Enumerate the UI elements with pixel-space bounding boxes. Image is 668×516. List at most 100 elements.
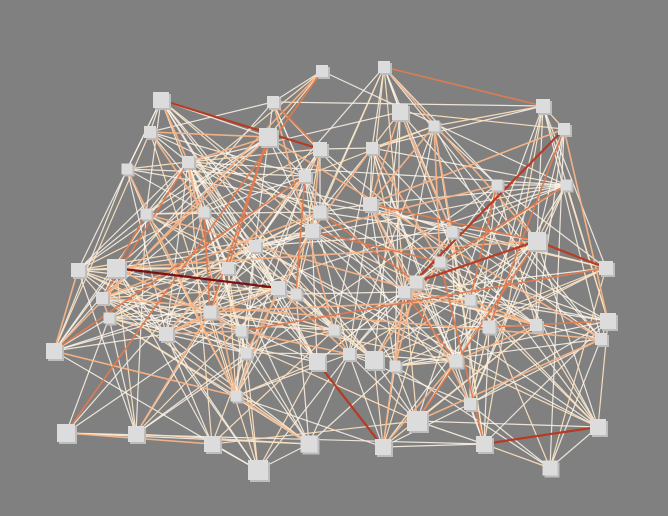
graph-node[interactable] <box>398 286 412 300</box>
graph-node[interactable] <box>300 435 320 455</box>
graph-node[interactable] <box>204 436 222 454</box>
graph-node[interactable] <box>542 460 560 478</box>
graph-node[interactable] <box>248 460 270 482</box>
graph-node[interactable] <box>464 294 478 308</box>
graph-node[interactable] <box>71 263 87 279</box>
graph-node[interactable] <box>428 120 442 134</box>
graph-node[interactable] <box>96 292 110 306</box>
graph-node[interactable] <box>240 347 254 361</box>
graph-node[interactable] <box>476 436 494 454</box>
graph-node[interactable] <box>536 99 552 115</box>
graph-node[interactable] <box>182 156 196 170</box>
graph-node[interactable] <box>446 226 460 240</box>
graph-edge <box>108 311 211 319</box>
graph-edge <box>203 211 229 269</box>
graph-edge <box>439 184 498 263</box>
graph-edge <box>311 184 498 232</box>
graph-node[interactable] <box>309 354 327 372</box>
graph-node[interactable] <box>328 324 342 338</box>
graph-node[interactable] <box>259 128 279 148</box>
graph-node[interactable] <box>528 232 548 252</box>
graph-edge <box>371 147 405 293</box>
graph-node[interactable] <box>363 197 379 213</box>
graph-node[interactable] <box>140 208 154 222</box>
graph-edge <box>187 148 321 163</box>
graph-edge <box>399 111 565 130</box>
graph-node[interactable] <box>144 126 158 140</box>
graph-node[interactable] <box>267 96 281 110</box>
graph-node[interactable] <box>159 327 175 343</box>
graph-node[interactable] <box>230 390 244 404</box>
graph-edge <box>415 281 609 322</box>
graph-node[interactable] <box>449 354 465 370</box>
graph-node[interactable] <box>57 424 77 444</box>
graph-node[interactable] <box>365 351 385 371</box>
graph-node[interactable] <box>316 65 330 79</box>
graph-node[interactable] <box>198 206 212 220</box>
graph-edge <box>135 287 279 435</box>
node-cube <box>476 436 492 452</box>
graph-edge <box>382 443 485 448</box>
graph-edge <box>536 184 567 242</box>
graph-node[interactable] <box>305 224 321 240</box>
graph-node[interactable] <box>434 256 448 270</box>
graph-node[interactable] <box>121 163 135 177</box>
graph-edge <box>455 299 471 362</box>
node-cube <box>464 398 476 410</box>
graph-edge <box>160 99 189 163</box>
node-cube <box>600 313 616 329</box>
graph-edge <box>149 101 274 133</box>
graph-node[interactable] <box>375 439 393 457</box>
node-cube <box>365 351 383 369</box>
graph-edge <box>433 125 599 428</box>
graph-node[interactable] <box>595 333 609 347</box>
graph-node[interactable] <box>600 313 618 331</box>
node-cube <box>595 333 607 345</box>
node-cube <box>140 208 152 220</box>
graph-edge <box>369 128 565 205</box>
node-cube <box>389 360 401 372</box>
graph-node[interactable] <box>590 419 608 437</box>
graph-node[interactable] <box>558 123 572 137</box>
graph-node[interactable] <box>407 411 429 433</box>
graph-edge <box>209 136 269 313</box>
graph-node[interactable] <box>530 319 544 333</box>
graph-node[interactable] <box>128 426 146 444</box>
graph-edge <box>203 211 279 289</box>
graph-node[interactable] <box>222 262 236 276</box>
graph-node[interactable] <box>203 305 219 321</box>
graph-node[interactable] <box>46 343 64 361</box>
graph-node[interactable] <box>343 348 357 362</box>
node-cube <box>235 325 247 337</box>
graph-node[interactable] <box>271 281 287 297</box>
graph-edge <box>203 175 306 213</box>
graph-edge <box>53 287 279 352</box>
graph-node[interactable] <box>290 288 304 302</box>
graph-node[interactable] <box>464 398 478 412</box>
graph-edge <box>108 317 137 435</box>
graph-node[interactable] <box>107 259 127 279</box>
graph-edge <box>415 281 457 362</box>
graph-node[interactable] <box>235 325 249 339</box>
graph-node[interactable] <box>599 261 615 277</box>
graph-node[interactable] <box>366 142 380 156</box>
graph-edge <box>382 360 457 448</box>
node-cube <box>46 343 62 359</box>
graph-node[interactable] <box>299 170 313 184</box>
node-cube <box>107 259 125 277</box>
graph-node[interactable] <box>103 312 117 326</box>
graph-node[interactable] <box>409 275 425 291</box>
graph-node[interactable] <box>560 179 574 193</box>
graph-node[interactable] <box>491 179 505 193</box>
graph-node[interactable] <box>482 320 498 336</box>
graph-node[interactable] <box>313 205 329 221</box>
graph-node[interactable] <box>249 240 263 254</box>
graph-node[interactable] <box>378 61 392 75</box>
graph-node[interactable] <box>153 92 171 110</box>
graph-node[interactable] <box>392 104 410 122</box>
graph-node[interactable] <box>313 142 329 158</box>
graph-node[interactable] <box>389 360 403 374</box>
node-cube <box>57 424 75 442</box>
